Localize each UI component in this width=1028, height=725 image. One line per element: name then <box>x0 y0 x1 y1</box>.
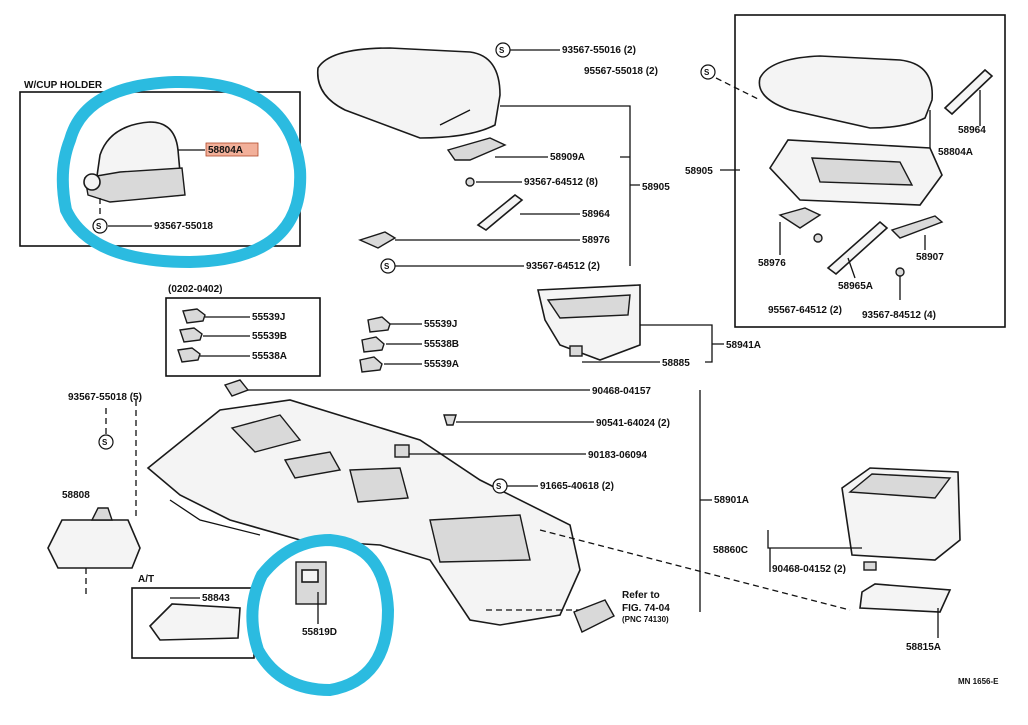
part-label-90468-04157[interactable]: 90468-04157 <box>592 386 651 397</box>
refer-line-1: Refer to <box>622 590 660 601</box>
clip-55539J <box>182 308 206 324</box>
part-label-58843[interactable]: 58843 <box>202 593 230 604</box>
clip-90183 <box>394 444 410 458</box>
shift-boot-58808 <box>47 519 141 569</box>
part-label-58804A-cup[interactable]: 58804A <box>208 145 243 156</box>
switch-panel-55819D <box>295 561 327 605</box>
part-label-58909A[interactable]: 58909A <box>550 152 585 163</box>
part-label-95567-64512-2[interactable]: 95567-64512 (2) <box>768 305 842 316</box>
part-label-55539B-a[interactable]: 55539B <box>252 331 287 342</box>
part-label-58941A[interactable]: 58941A <box>726 340 761 351</box>
screw-symbol <box>92 218 108 234</box>
refer-line-2[interactable]: FIG. 74-04 <box>622 603 670 614</box>
clip-55539A-b <box>359 356 383 373</box>
diagram-code: MN 1656-E <box>958 677 999 686</box>
part-label-55539J-a[interactable]: 55539J <box>252 312 285 323</box>
part-label-58964-mid[interactable]: 58964 <box>582 209 610 220</box>
highlight-circle-switch-panel <box>246 533 395 697</box>
part-label-55819D[interactable]: 55819D <box>302 627 337 638</box>
date-range-box <box>165 297 321 377</box>
part-label-58804A-right[interactable]: 58804A <box>938 147 973 158</box>
mat-58815A <box>859 583 952 613</box>
hinge-bar-58964-right <box>943 68 994 116</box>
clip-90468-04157 <box>223 379 250 397</box>
clip-55538B-b <box>361 336 385 353</box>
clip-58885 <box>569 345 583 357</box>
part-label-93567-55016-2[interactable]: 93567-55016 (2) <box>562 45 636 56</box>
part-label-55538B-b[interactable]: 55538B <box>424 339 459 350</box>
part-label-58965A[interactable]: 58965A <box>838 281 873 292</box>
clip-55539J-b <box>367 316 391 333</box>
part-label-90541-64024[interactable]: 90541-64024 (2) <box>596 418 670 429</box>
screw-symbol-letter: S <box>499 46 505 55</box>
latch-58907 <box>890 215 944 239</box>
refer-part <box>573 599 615 633</box>
clip-55538A <box>177 347 201 363</box>
part-label-58885[interactable]: 58885 <box>662 358 690 369</box>
label-highlight <box>205 142 259 157</box>
cup-holder-part <box>83 121 186 203</box>
screw-90541 <box>443 414 457 426</box>
hinge-58909A <box>446 137 507 161</box>
refer-line-3: (PNC 74130) <box>622 615 669 624</box>
guide-line <box>539 529 851 611</box>
part-label-93567-64512-2[interactable]: 93567-64512 (2) <box>526 261 600 272</box>
part-label-58860C[interactable]: 58860C <box>713 545 748 556</box>
part-label-90468-04152[interactable]: 90468-04152 (2) <box>772 564 846 575</box>
part-label-93567-64512-8[interactable]: 93567-64512 (8) <box>524 177 598 188</box>
screw-symbol-letter: S <box>96 222 102 231</box>
part-label-55539A-b[interactable]: 55539A <box>424 359 459 370</box>
date-range-label: (0202-0402) <box>168 284 222 295</box>
part-label-58815A[interactable]: 58815A <box>906 642 941 653</box>
bracket-58976-right <box>778 207 822 229</box>
part-label-58808[interactable]: 58808 <box>62 490 90 501</box>
clip-90468-04152 <box>863 561 877 571</box>
part-label-95567-55018-right[interactable]: 95567-55018 (2) <box>584 66 658 77</box>
at-label: A/T <box>138 574 154 585</box>
cup-holder-title: W/CUP HOLDER <box>24 80 103 91</box>
bolt <box>465 177 475 187</box>
part-label-58901A[interactable]: 58901A <box>714 495 749 506</box>
part-label-58964-right[interactable]: 58964 <box>958 125 986 136</box>
part-label-58905[interactable]: 58905 <box>642 182 670 193</box>
part-label-93567-84512-4[interactable]: 93567-84512 (4) <box>862 310 936 321</box>
screw-symbol-letter: S <box>496 482 502 491</box>
screw-symbol-letter: S <box>384 262 390 271</box>
armrest-lid-right <box>758 55 933 129</box>
part-label-90183-06094[interactable]: 90183-06094 <box>588 450 647 461</box>
shift-bezel-58843 <box>148 603 241 641</box>
part-label-58976-right[interactable]: 58976 <box>758 258 786 269</box>
part-label-55538A-a[interactable]: 55538A <box>252 351 287 362</box>
hinge-bar-58964 <box>476 193 524 231</box>
part-label-55539J-b[interactable]: 55539J <box>424 319 457 330</box>
part-label-93567-55018-5[interactable]: 93567-55018 (5) <box>68 392 142 403</box>
armrest-lid <box>316 47 501 139</box>
part-label-91665-40618[interactable]: 91665-40618 (2) <box>540 481 614 492</box>
highlight-circle-cup-holder <box>56 75 307 269</box>
right-inset-box <box>734 14 1006 328</box>
clip-55539B <box>179 327 203 343</box>
part-label-58905-right[interactable]: 58905 <box>685 166 713 177</box>
part-label-58907[interactable]: 58907 <box>916 252 944 263</box>
center-console <box>146 399 581 626</box>
screw-symbol-letter: S <box>704 68 710 77</box>
screw-symbol-letter: S <box>102 438 108 447</box>
part-label-58976-mid[interactable]: 58976 <box>582 235 610 246</box>
hinge-bar-58965A <box>826 220 889 276</box>
part-label-93567-55018-cup[interactable]: 93567-55018 <box>154 221 213 232</box>
bracket-58976 <box>358 231 397 249</box>
